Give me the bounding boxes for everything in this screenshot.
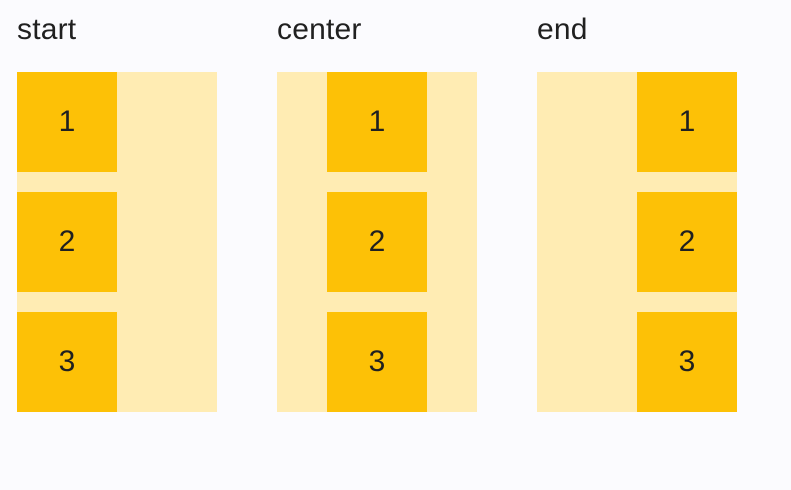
alignment-demo-canvas: start 1 2 3 center 1 2 3 end 1 2 3 (17, 12, 737, 412)
example-column-end: end 1 2 3 (537, 12, 737, 412)
demo-item: 3 (637, 312, 737, 412)
demo-item: 2 (327, 192, 427, 292)
demo-container-start: 1 2 3 (17, 72, 217, 412)
demo-item: 1 (637, 72, 737, 172)
demo-container-end: 1 2 3 (537, 72, 737, 412)
alignment-label: start (17, 13, 77, 46)
demo-item: 3 (17, 312, 117, 412)
alignment-label: end (537, 13, 588, 46)
demo-container-center: 1 2 3 (277, 72, 477, 412)
demo-item: 2 (637, 192, 737, 292)
alignment-label: center (277, 13, 362, 46)
demo-item: 2 (17, 192, 117, 292)
example-column-start: start 1 2 3 (17, 12, 217, 412)
demo-item: 1 (327, 72, 427, 172)
demo-item: 1 (17, 72, 117, 172)
demo-item: 3 (327, 312, 427, 412)
example-column-center: center 1 2 3 (277, 12, 477, 412)
